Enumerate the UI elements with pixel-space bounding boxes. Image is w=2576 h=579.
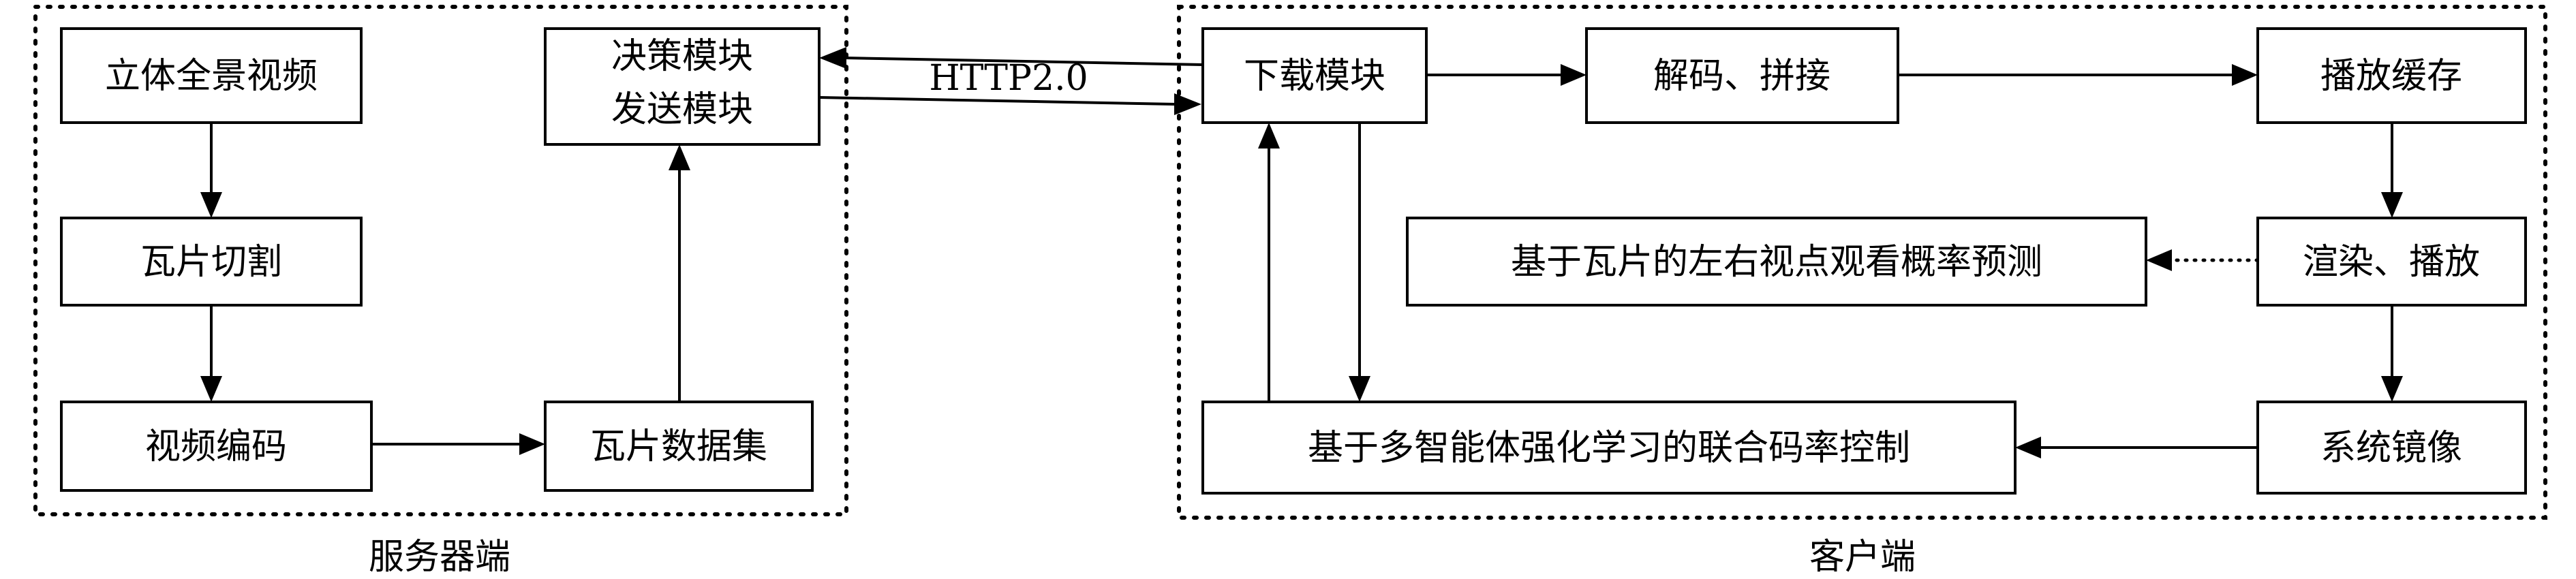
edge-cutting-to-encoding bbox=[200, 305, 222, 402]
edge-download-to-decode bbox=[1426, 64, 1586, 86]
edge-encoding-to-dataset bbox=[371, 433, 545, 455]
edge-decode-to-buffer bbox=[1898, 64, 2258, 86]
node-rate-control-label: 基于多智能体强化学习的联合码率控制 bbox=[1308, 428, 1910, 469]
edge-download-to-decision bbox=[819, 47, 1203, 69]
client-group-outline bbox=[1177, 5, 2547, 520]
node-panoramic-video: 立体全景视频 bbox=[60, 27, 363, 124]
edge-ratecontrol-to-download bbox=[1258, 123, 1280, 402]
server-group-outline bbox=[33, 5, 848, 516]
node-render-play: 渲染、播放 bbox=[2256, 217, 2527, 307]
node-system-mirror-label: 系统镜像 bbox=[2320, 428, 2462, 469]
edge-panoramic-to-cutting bbox=[200, 123, 222, 218]
node-viewpoint-prediction: 基于瓦片的左右视点观看概率预测 bbox=[1406, 217, 2147, 307]
node-tile-cutting: 瓦片切割 bbox=[60, 217, 363, 307]
node-playback-buffer: 播放缓存 bbox=[2256, 27, 2527, 124]
node-decision-send-module: 决策模块 发送模块 bbox=[544, 27, 821, 146]
edge-buffer-to-render bbox=[2381, 123, 2403, 218]
node-decode-stitch-label: 解码、拼接 bbox=[1653, 56, 1830, 97]
edge-download-to-ratecontrol bbox=[1349, 123, 1370, 402]
protocol-label: HTTP2.0 bbox=[929, 58, 1088, 99]
node-tile-cutting-label: 瓦片切割 bbox=[140, 242, 282, 283]
node-system-mirror: 系统镜像 bbox=[2256, 401, 2527, 495]
node-rate-control: 基于多智能体强化学习的联合码率控制 bbox=[1201, 401, 2017, 495]
node-decision-module-label: 决策模块 bbox=[611, 36, 753, 77]
client-group-label: 客户端 bbox=[1809, 537, 1916, 578]
node-playback-buffer-label: 播放缓存 bbox=[2320, 56, 2462, 97]
node-render-play-label: 渲染、播放 bbox=[2303, 242, 2480, 283]
node-panoramic-video-label: 立体全景视频 bbox=[105, 56, 318, 97]
node-viewpoint-prediction-label: 基于瓦片的左右视点观看概率预测 bbox=[1511, 242, 2042, 283]
node-download-module-label: 下载模块 bbox=[1244, 56, 1385, 97]
node-send-module-label: 发送模块 bbox=[611, 89, 753, 130]
edge-render-to-mirror bbox=[2381, 305, 2403, 402]
node-video-encoding-label: 视频编码 bbox=[145, 426, 287, 467]
node-decode-stitch: 解码、拼接 bbox=[1585, 27, 1899, 124]
node-download-module: 下载模块 bbox=[1201, 27, 1428, 124]
edge-render-to-prediction bbox=[2146, 249, 2260, 271]
node-video-encoding: 视频编码 bbox=[60, 401, 373, 492]
node-tile-dataset-label: 瓦片数据集 bbox=[590, 426, 767, 467]
edge-send-to-download bbox=[818, 93, 1201, 115]
node-tile-dataset: 瓦片数据集 bbox=[544, 401, 814, 492]
edge-dataset-to-decision bbox=[669, 144, 690, 402]
edge-mirror-to-ratecontrol bbox=[2015, 437, 2258, 458]
server-group-label: 服务器端 bbox=[369, 537, 510, 578]
